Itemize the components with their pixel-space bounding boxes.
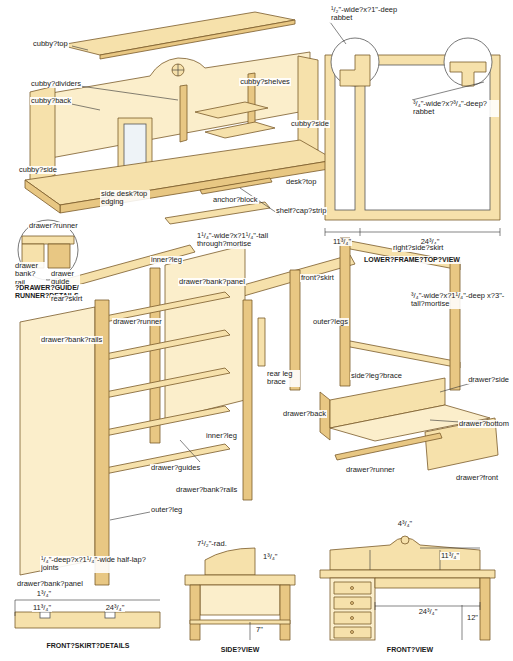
part-label: cubby?dividers — [30, 80, 82, 88]
part-label: drawer?guides — [150, 464, 201, 472]
part-label: ³/₄"-wide?x?³/₄"-deep?rabbet — [412, 100, 499, 117]
view-title: FRONT?SKIRT?DETAILS — [45, 642, 130, 650]
part-label: drawer?bottom — [458, 420, 510, 428]
part-label: 4³/₄" — [397, 520, 413, 528]
part-label: drawer?bank?rails — [175, 486, 238, 494]
part-label: 11³/₄" — [440, 552, 460, 560]
part-label: rear?skirt — [50, 295, 83, 303]
view-title: FRONT?VIEW — [386, 646, 434, 654]
part-label: cubby?shelves — [239, 78, 291, 86]
part-label: 24³/₄" — [105, 604, 126, 612]
part-label: shelf?cap?strip — [275, 207, 327, 215]
part-label: outer?legs — [312, 318, 349, 326]
part-label: side?leg?brace — [350, 372, 403, 380]
part-label: 11³/₄" — [32, 604, 52, 612]
part-label: drawer?side — [467, 376, 510, 384]
part-label: ¹/₄"-deep?x?1¹/₄"-wide half-lap?joints — [40, 556, 162, 573]
part-label: drawer?bank?rails — [40, 336, 103, 344]
part-label: 7¹/₂"-rad. — [196, 540, 228, 548]
part-label: anchor?block — [212, 196, 259, 204]
part-label: 7" — [255, 626, 264, 634]
part-label: ³/₄"-wide?x?1¹/₄"-deep x?3"-tall?mortise — [410, 292, 507, 309]
part-label: ¹/₂"-wide?x?1"-deep rabbet — [330, 6, 402, 23]
part-label: desk?top — [285, 178, 317, 186]
part-label: 1³/₄" — [262, 553, 278, 561]
part-label: drawer?bank?panel — [178, 278, 246, 286]
part-label: outer?leg — [150, 506, 183, 514]
part-label: inner?leg — [150, 256, 183, 264]
view-title: SIDE?VIEW — [220, 646, 261, 654]
part-label: front?skirt — [300, 274, 335, 282]
part-label: 24³/₄" — [418, 608, 439, 616]
part-label: drawer?runner — [112, 318, 163, 326]
part-label: 11³/₄" — [332, 238, 352, 246]
part-label: drawer?bank?panel — [16, 580, 84, 588]
part-label: drawer?front — [455, 474, 499, 482]
part-label: 12" — [466, 614, 479, 622]
part-label: drawer?runner — [28, 222, 79, 230]
part-label: drawer?back — [282, 410, 327, 418]
part-label: right?side?skirt — [392, 244, 444, 252]
part-label: cubby?side — [18, 166, 58, 174]
view-title: LOWER?FRAME?TOP?VIEW — [363, 256, 461, 264]
part-label: cubby?side — [290, 120, 330, 128]
part-label: cubby?back — [30, 97, 72, 105]
part-label: 1¹/₄"-wide?x?1¹/₄"-tall through?mortise — [196, 232, 293, 249]
part-label: 1³/₄" — [36, 590, 52, 598]
part-label: drawer?runner — [345, 466, 396, 474]
part-label: rear leg brace — [266, 370, 300, 387]
part-label: inner?leg — [205, 432, 238, 440]
part-label: cubby?top — [32, 40, 69, 48]
part-label: side desk?top edging — [100, 190, 150, 207]
